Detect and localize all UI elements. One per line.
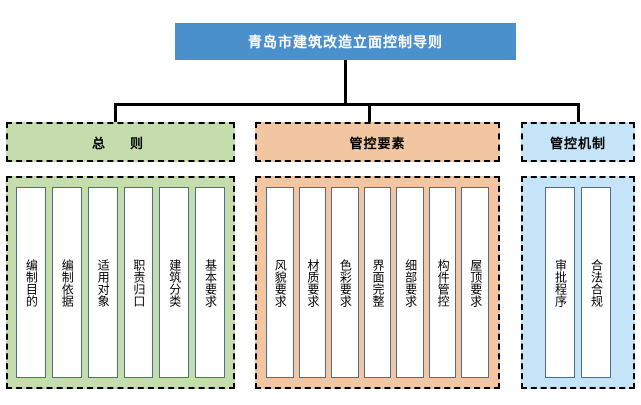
leaf-card: 屋顶要求 [461, 187, 490, 378]
leaf-label: 风貌要求 [273, 258, 288, 307]
leaf-card: 编制目的 [16, 187, 46, 378]
leaf-card: 材质要求 [298, 187, 327, 378]
leaf-label: 界面完整 [370, 258, 385, 307]
group-header-general-principles: 总 则 [6, 122, 235, 162]
connector-branch-middle [368, 103, 371, 123]
leaf-card: 风貌要求 [265, 187, 294, 378]
leaf-card: 适用对象 [87, 187, 118, 378]
leaf-label: 建筑分类 [167, 258, 182, 307]
leaf-card: 界面完整 [363, 187, 392, 378]
connector-root-vertical [344, 60, 347, 104]
leaf-label: 编制依据 [60, 258, 75, 307]
leaf-card: 建筑分类 [159, 187, 190, 378]
leaf-label: 屋顶要求 [468, 258, 483, 307]
group-header-control-elements: 管控要素 [255, 122, 500, 162]
connector-branch-left [114, 103, 117, 123]
leaf-label: 适用对象 [96, 258, 111, 307]
leaf-label: 构件管控 [436, 258, 451, 307]
group-body-general-principles: 编制目的 编制依据 适用对象 职责归口 建筑分类 基本要求 [6, 176, 235, 389]
group-body-control-elements: 风貌要求 材质要求 色彩要求 界面完整 细部要求 构件管控 屋顶要求 [255, 176, 500, 389]
leaf-label: 材质要求 [305, 258, 320, 307]
leaf-card: 职责归口 [123, 187, 154, 378]
connector-branch-right [577, 103, 580, 123]
leaf-card: 审批程序 [545, 187, 575, 378]
leaf-label: 合法合规 [589, 258, 604, 307]
leaf-label: 审批程序 [553, 258, 568, 307]
leaf-card: 编制依据 [51, 187, 82, 378]
leaf-card: 合法合规 [581, 187, 611, 378]
group-header-control-mechanism: 管控机制 [521, 122, 635, 162]
leaf-card: 构件管控 [428, 187, 457, 378]
leaf-label: 职责归口 [131, 258, 146, 307]
leaf-label: 编制目的 [24, 258, 39, 307]
group-body-control-mechanism: 审批程序 合法合规 [521, 176, 635, 389]
leaf-label: 基本要求 [203, 258, 218, 307]
leaf-card: 基本要求 [195, 187, 225, 378]
leaf-card: 色彩要求 [331, 187, 359, 378]
leaf-card: 细部要求 [396, 187, 424, 378]
root-node-title: 青岛市建筑改造立面控制导则 [175, 23, 516, 60]
leaf-label: 色彩要求 [338, 258, 353, 307]
connector-horizontal-bus [114, 103, 580, 106]
leaf-label: 细部要求 [403, 258, 418, 307]
